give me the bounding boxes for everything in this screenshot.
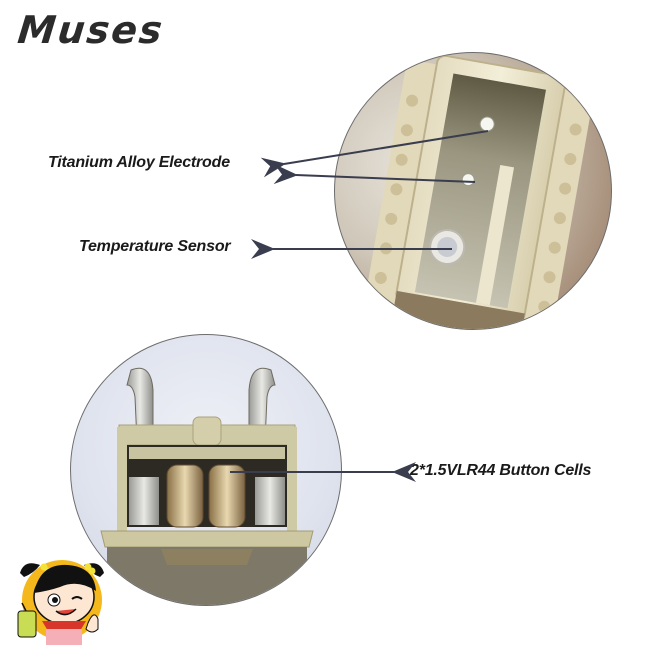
mascot-badge (17, 560, 104, 645)
brand-logo: Muses (15, 8, 167, 52)
battery-compartment-illustration (100, 367, 314, 605)
callout-button-cells: 2*1.5VLR44 Button Cells (410, 462, 592, 479)
callout-electrode: Titanium Alloy Electrode (48, 154, 230, 171)
callout-temperature-sensor: Temperature Sensor (79, 238, 231, 255)
probe-head-illustration (358, 54, 595, 329)
probe-head-image (334, 52, 612, 330)
battery-compartment-image (70, 334, 342, 606)
